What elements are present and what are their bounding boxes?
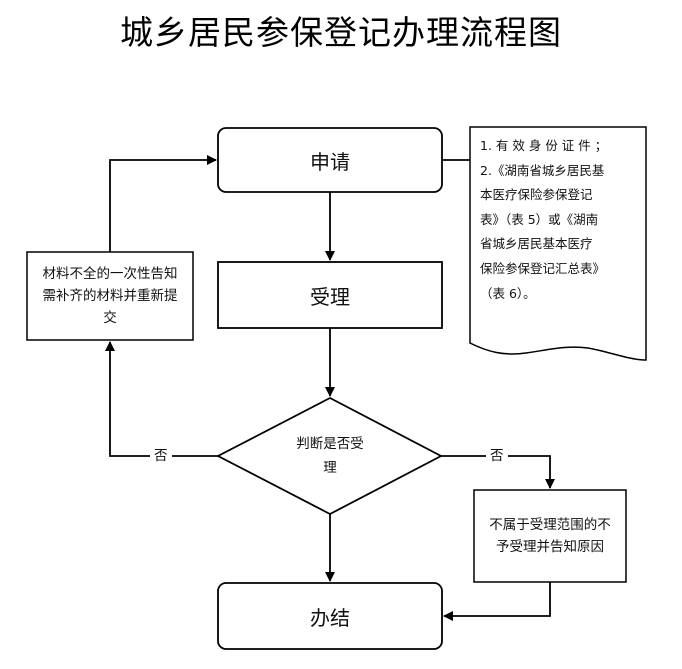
incomplete-box [26,251,194,341]
diagram-title: 城乡居民参保登记办理流程图 [120,13,562,52]
reject-label: 不属于受理范围的不予受理并告知原因 [489,517,611,555]
decision-label: 判断是否受理 [296,436,364,476]
edge-label-right-no: 否 [486,447,508,465]
edge-label-left-no: 否 [150,447,172,465]
edge-decision-incomplete [105,341,218,457]
edge-reject-finish [443,582,551,621]
reject-box [473,489,627,583]
accept-label: 受理 [310,284,350,309]
edge-decision-reject [441,455,555,489]
incomplete-label: 材料不全的一次性告知需补齐的材料并重新提交 [42,266,178,326]
apply-label: 申请 [310,149,350,174]
edge-incomplete-apply [109,155,217,252]
finish-box [217,582,443,650]
document-shape [469,126,647,361]
finish-label: 办结 [310,605,350,630]
document-note: 1. 有 效 身 份 证 件 ； 2.《湖南省城乡居民基 本医疗保险参保登记 表… [480,138,608,301]
